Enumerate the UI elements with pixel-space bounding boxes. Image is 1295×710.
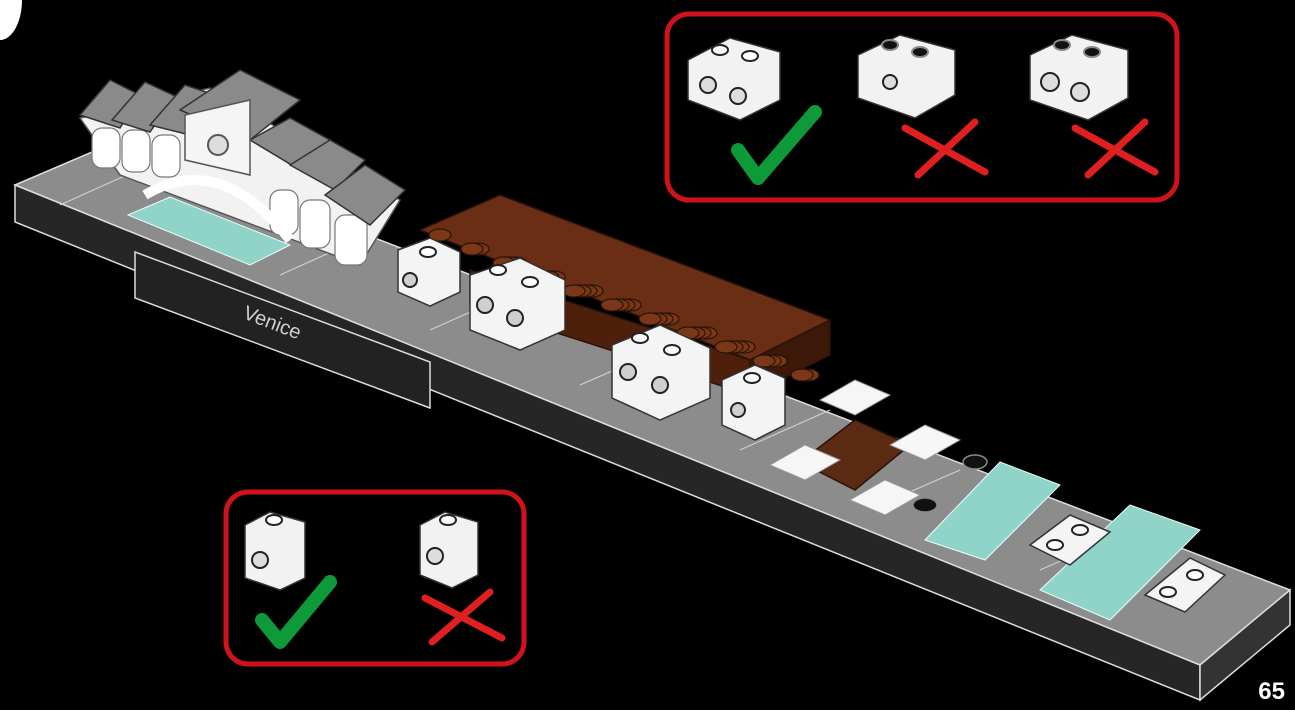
white-brick-3 <box>611 324 711 421</box>
check-icon <box>255 575 337 649</box>
brown-stud <box>752 354 776 368</box>
cross-icon <box>901 118 989 179</box>
brown-stud <box>428 228 452 242</box>
water-tiles-left <box>126 196 292 266</box>
brick-icon <box>687 37 781 121</box>
brown-stud <box>562 284 586 298</box>
white-brick-4 <box>721 364 786 441</box>
brown-stud <box>460 242 484 256</box>
cross-icon <box>1071 118 1159 179</box>
brown-stud <box>714 340 738 354</box>
brown-stud <box>638 312 662 326</box>
brown-stud <box>790 368 814 382</box>
black-studs <box>912 454 988 513</box>
white-brick-studs <box>419 246 761 384</box>
rialto-building <box>78 69 407 266</box>
white-bricks <box>397 237 786 441</box>
bottom-left-callout <box>223 489 527 667</box>
brown-stud <box>600 298 624 312</box>
page-number: 65 <box>1258 678 1285 705</box>
top-right-callout <box>664 11 1180 203</box>
brick-icon <box>1029 34 1129 121</box>
check-icon <box>731 105 822 185</box>
white-brick-2 <box>469 257 566 351</box>
white-brick-holes <box>402 272 746 418</box>
white-plates-right <box>1028 514 1227 613</box>
brick-icon <box>857 34 956 119</box>
brick-icon <box>419 511 479 589</box>
brick-icon <box>244 511 306 591</box>
cross-icon <box>421 588 506 646</box>
white-brick-1 <box>397 237 461 307</box>
checker-tiles <box>768 379 962 516</box>
